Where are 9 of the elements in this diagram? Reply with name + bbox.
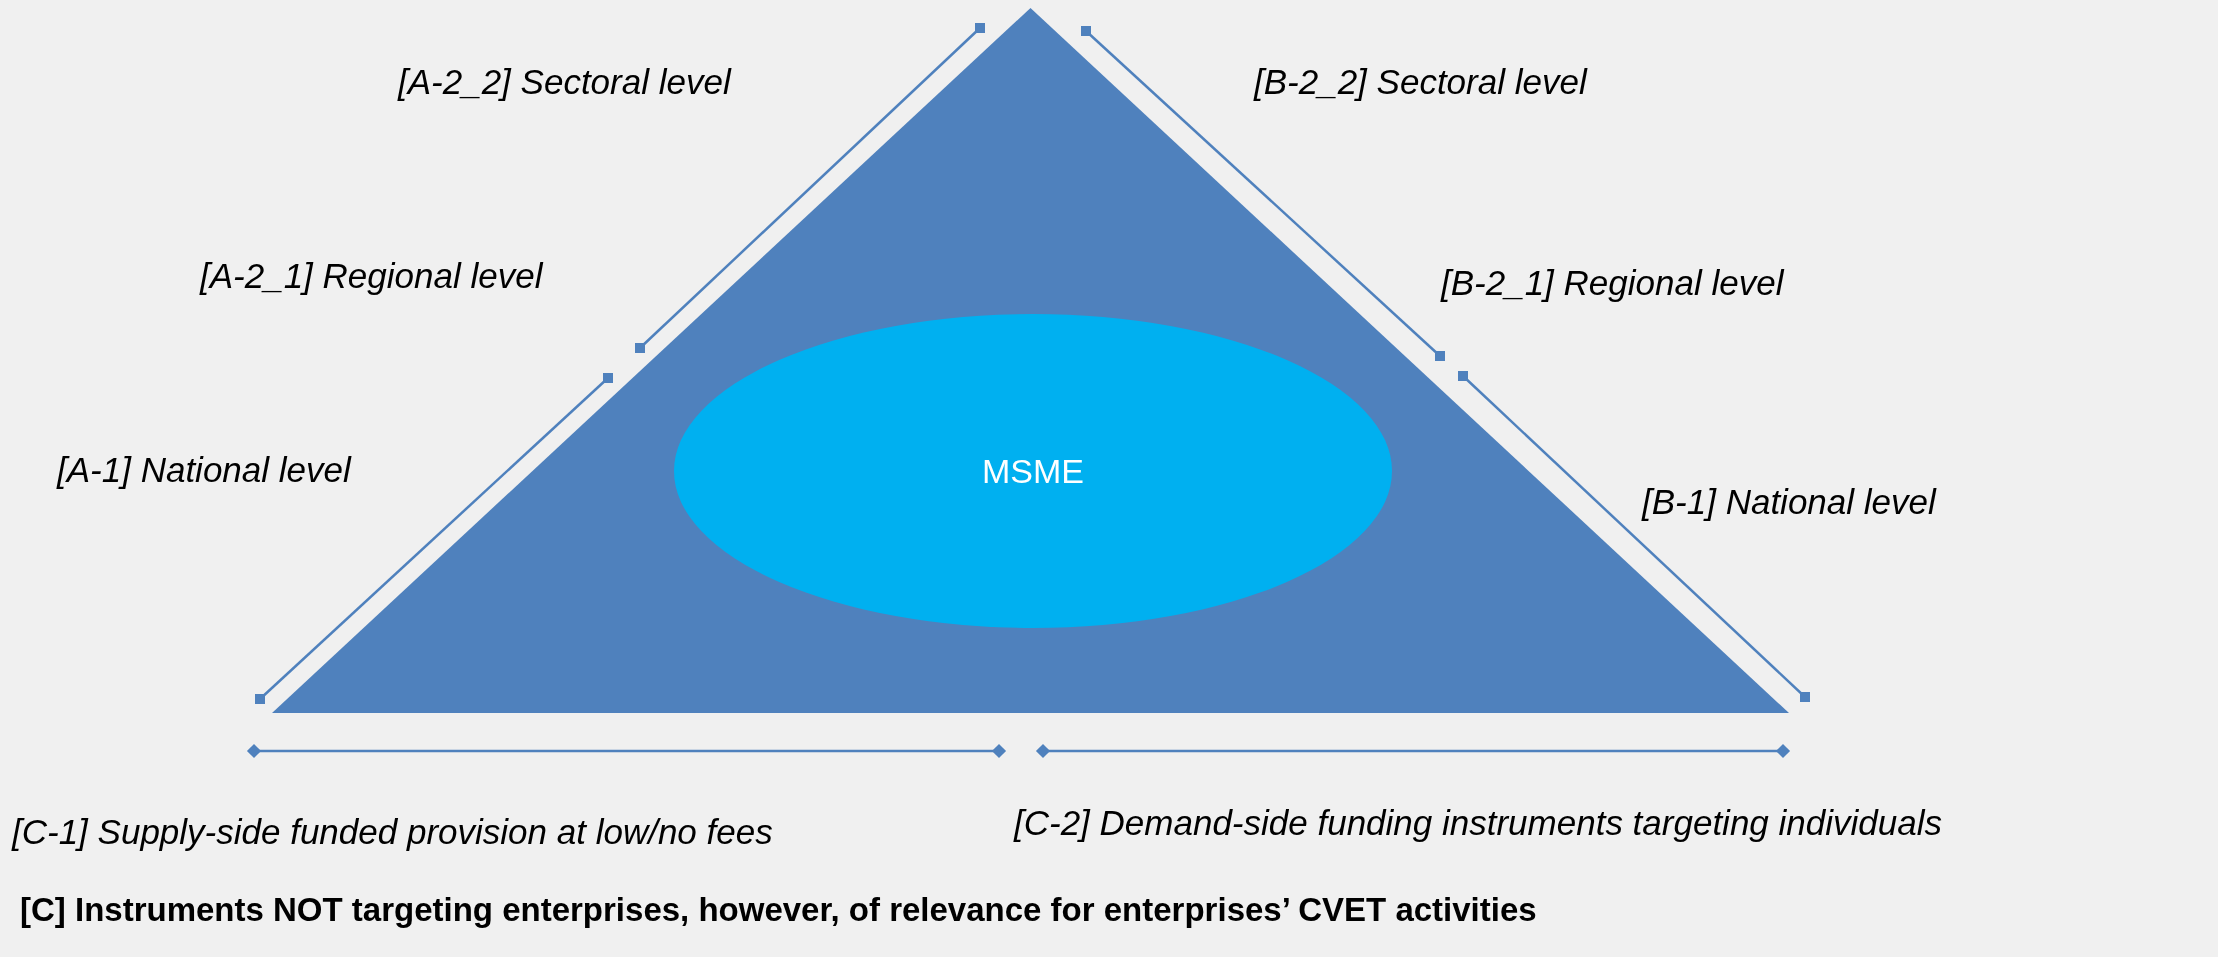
level-label: [A-2_2] Sectoral level [398, 61, 731, 103]
level-label: [B-2_2] Sectoral level [1254, 61, 1587, 103]
level-label: [A-2_1] Regional level [200, 255, 543, 297]
level-label: [B-1] National level [1642, 481, 1936, 523]
level-label: [C-1] Supply-side funded provision at low/no fees [12, 811, 773, 853]
level-label: [B-2_1] Regional level [1441, 262, 1784, 304]
level-label: [A-1] National level [57, 449, 351, 491]
footer-heading: [C] Instruments NOT targeting enterprises, however, of relevance for enterprises’ CVET activities [20, 890, 1537, 930]
level-label: [C-2] Demand-side funding instruments targeting individuals [1014, 802, 1942, 844]
